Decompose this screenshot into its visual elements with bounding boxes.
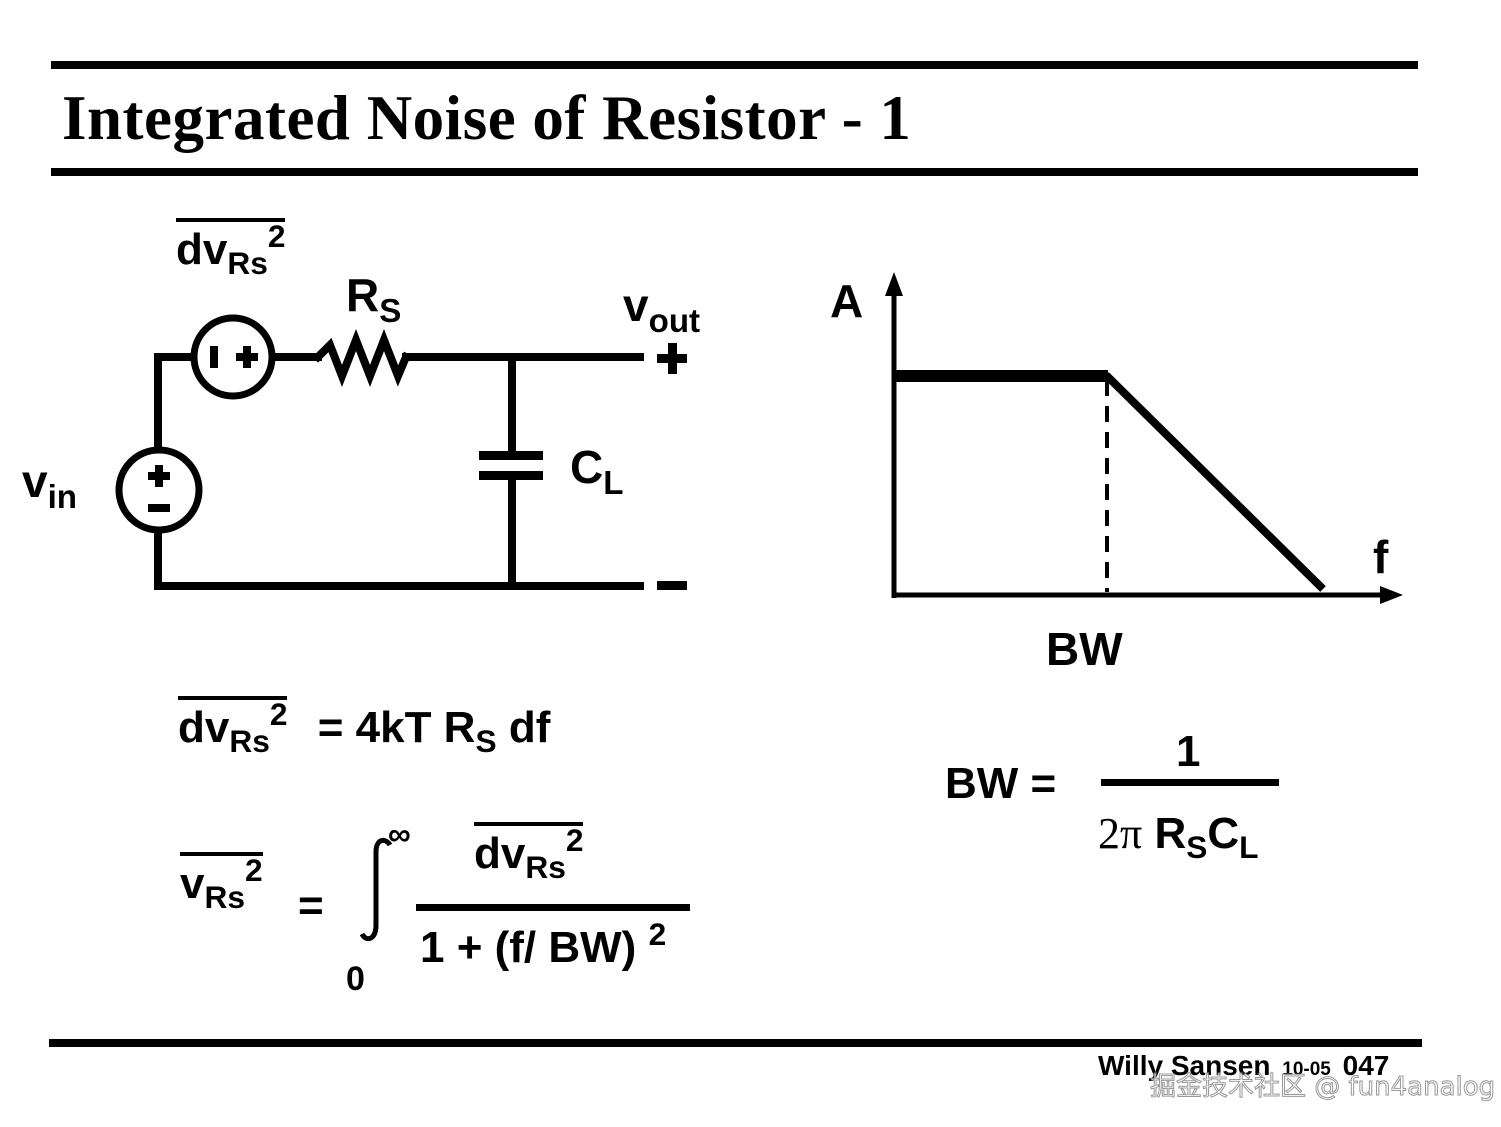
eq3-denominator: 2π RSCL xyxy=(1098,809,1259,866)
capacitor-label: CL xyxy=(570,441,624,502)
resistor-symbol xyxy=(312,328,412,388)
vin-label: vin xyxy=(22,455,78,516)
watermark: 掘金技术社区 @ fun4analog xyxy=(1149,1072,1496,1103)
bw-marker-label: BW xyxy=(1046,623,1123,675)
eq2-denominator: 1 + (f/ BW) 2 xyxy=(420,915,667,972)
x-axis-label: f xyxy=(1373,531,1389,583)
y-axis-arrow xyxy=(885,272,903,296)
rolloff-line xyxy=(1103,372,1326,592)
eq2-equals: = xyxy=(298,881,324,930)
slide-title: Integrated Noise of Resistor - 1 xyxy=(62,83,912,153)
integral-upper-limit: ∞ xyxy=(388,816,411,852)
equation-noise-density: dvRs2 = 4kT RS df xyxy=(178,695,551,760)
eq3-numerator: 1 xyxy=(1176,727,1201,776)
eq2-fraction-bar xyxy=(416,904,690,911)
wire-left-top xyxy=(154,353,196,454)
cap-plate-bottom xyxy=(479,471,543,480)
y-axis-label: A xyxy=(830,275,864,327)
wire-bottom xyxy=(154,526,644,590)
vout-label: vout xyxy=(623,279,701,340)
eq3-lhs: BW = xyxy=(945,759,1057,808)
voltage-source-icon xyxy=(115,446,203,534)
x-axis-arrow xyxy=(1380,586,1403,604)
output-minus-icon xyxy=(657,581,687,590)
eq3-fraction-bar xyxy=(1101,779,1279,786)
eq2-numerator: dvRs2 xyxy=(474,821,584,886)
output-plus-icon xyxy=(657,343,687,374)
footer-rule xyxy=(49,1039,1422,1047)
noise-source-label: dvRs2 xyxy=(176,217,286,282)
top-rule xyxy=(51,61,1418,69)
cap-plate-top xyxy=(479,451,543,460)
footer-page-number: 047 xyxy=(1342,1050,1390,1081)
title-rule xyxy=(51,168,1418,176)
footer-author: Willy Sansen xyxy=(1098,1050,1271,1081)
noise-source-icon xyxy=(190,314,276,400)
integral-lower-limit: 0 xyxy=(346,960,365,998)
footer-date: 10-05 xyxy=(1282,1059,1331,1080)
eq2-lhs: vRs2 xyxy=(180,851,263,916)
resistor-label: RS xyxy=(346,269,402,330)
slide-footer: Willy Sansen 10-05 047 xyxy=(1098,1050,1389,1082)
response-plot xyxy=(885,272,1403,604)
